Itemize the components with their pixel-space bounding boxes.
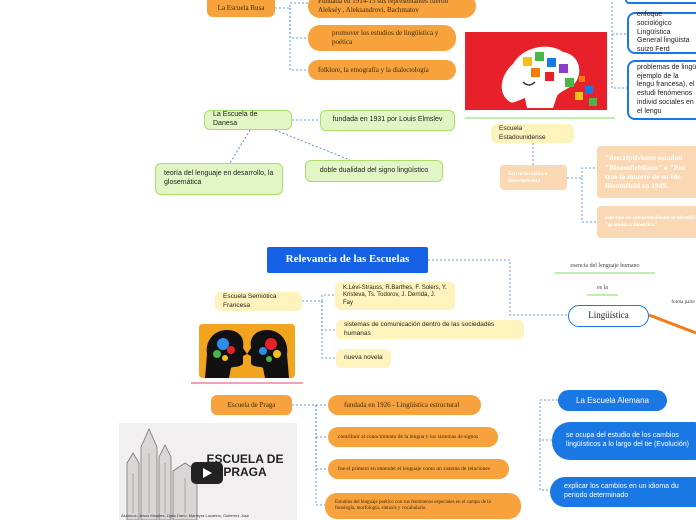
heads-profile-image: [199, 324, 295, 378]
escuela-praga-video[interactable]: ESCUELA DE PRAGA Alumnos: Jesús Morales,…: [119, 423, 297, 520]
descriptivismo-node[interactable]: "descriptivismo estadou "Bloomfieldiano"…: [597, 146, 696, 198]
escuela-praga-node[interactable]: Escuela de Praga: [211, 395, 292, 415]
forma-parte-label: forma parte: [671, 299, 695, 305]
video-title: ESCUELA DE PRAGA: [206, 452, 284, 479]
descriptivismo-text: "descriptivismo estadou "Bloomfieldiano"…: [605, 153, 685, 191]
escuela-danesa-node[interactable]: La Escuela de Danesa: [204, 110, 292, 130]
rusa-estudios-node[interactable]: promover los estudios de lingüística y p…: [308, 25, 456, 51]
escuela-alemana-label: La Escuela Alemana: [576, 395, 649, 405]
escuela-estadounidense-label: Escuela Estadounidense: [499, 125, 546, 141]
escuela-danesa-label: La Escuela de Danesa: [213, 111, 258, 127]
play-icon: [203, 468, 212, 478]
semiotica-sistemas-node[interactable]: sistemas de comunicación dentro de las s…: [336, 320, 524, 339]
play-button[interactable]: [191, 462, 223, 484]
danesa-dualidad-text: doble dualidad del signo lingüístico: [319, 166, 429, 174]
semiotica-novela-node[interactable]: nueva novela: [336, 349, 391, 368]
linguistica-label: Lingüística: [588, 310, 629, 321]
top-right-cut-node[interactable]: [625, 0, 696, 4]
danesa-fundada-text: fundada en 1931 por Louis Elmslev: [332, 116, 443, 124]
escuela-rusa-label: La Escuela Rusa: [217, 4, 265, 13]
semiotica-autores-text: K.Lévi-Strauss, R.Barthes, F. Solers, Y.…: [343, 284, 447, 306]
gramatica-filosofica-text: este tipo de estructuralismo se identifi…: [605, 215, 696, 228]
escuela-praga-label: Escuela de Praga: [227, 400, 276, 409]
escuela-rusa-node[interactable]: La Escuela Rusa: [207, 0, 275, 17]
main-title[interactable]: Relevancia de las Escuelas: [267, 247, 428, 273]
esencia-label: esencia del lenguaje humano: [570, 263, 640, 270]
main-title-text: Relevancia de las Escuelas: [285, 253, 410, 266]
problemas-linguistica-text: problemas de lingü ejemplo de la lengu f…: [637, 63, 696, 115]
puzzle-brain-image: [465, 32, 607, 110]
escuela-semiotica-label: Escuela Semiótica Francesa: [223, 293, 277, 309]
praga-poetico-node[interactable]: Estudios del lenguaje poético con sus fe…: [325, 493, 521, 519]
escuela-alemana-node[interactable]: La Escuela Alemana: [558, 390, 667, 411]
praga-sistema-text: fue el primero en entender el lenguaje c…: [338, 465, 490, 472]
rusa-fundacion-text: Fundada en 1914-15 sus representantes fu…: [318, 0, 449, 14]
alemana-estudio-node[interactable]: se ocupa del estudio de los cambios ling…: [552, 422, 696, 460]
problemas-linguistica-node[interactable]: problemas de lingü ejemplo de la lengu f…: [627, 60, 696, 120]
enfoque-sociologico-text: enfoque sociológico Lingüística General …: [637, 11, 690, 54]
gramatica-filosofica-node[interactable]: este tipo de estructuralismo se identifi…: [597, 206, 696, 238]
semiotica-sistemas-text: sistemas de comunicación dentro de las s…: [344, 321, 495, 337]
es-la-label: es la: [597, 285, 608, 292]
rusa-folklore-node[interactable]: folklore, la etnografía y la dialectolog…: [308, 60, 456, 80]
escuela-semiotica-node[interactable]: Escuela Semiótica Francesa: [215, 292, 302, 311]
estructuralista-node[interactable]: Estructuralista o Descriptivista: [500, 165, 567, 190]
enfoque-sociologico-node[interactable]: enfoque sociológico Lingüística General …: [627, 11, 696, 54]
danesa-dualidad-node[interactable]: doble dualidad del signo lingüístico: [305, 160, 443, 182]
danesa-fundada-node[interactable]: fundada en 1931 por Louis Elmslev: [320, 110, 455, 131]
video-caption: Alumnos: Jesús Morales, Djalo Dario, Mar…: [121, 513, 250, 518]
danesa-teoria-node[interactable]: teoría del lenguaje en desarrollo, la gl…: [155, 163, 283, 195]
estructuralista-text: Estructuralista o Descriptivista: [508, 170, 548, 184]
linguistica-node[interactable]: Lingüística: [568, 305, 649, 327]
rusa-fundacion-node[interactable]: Fundada en 1914-15 sus representantes fu…: [308, 0, 476, 18]
alemana-cambios-node[interactable]: explicar los cambios en un idioma du per…: [550, 477, 696, 507]
alemana-cambios-text: explicar los cambios en un idioma du per…: [564, 483, 679, 499]
praga-contribuir-text: contribuir al conocimiento de la lengua …: [338, 433, 479, 440]
rusa-folklore-text: folklore, la etnografía y la dialectolog…: [318, 65, 429, 74]
praga-fundada-text: fundada en 1926 - Lingüística estructura…: [344, 400, 460, 409]
semiotica-autores-node[interactable]: K.Lévi-Strauss, R.Barthes, F. Solers, Y.…: [335, 282, 455, 310]
praga-fundada-node[interactable]: fundada en 1926 - Lingüística estructura…: [328, 395, 481, 415]
alemana-estudio-text: se ocupa del estudio de los cambios ling…: [566, 432, 689, 448]
praga-poetico-text: Estudios del lenguaje poético con sus fe…: [335, 499, 491, 511]
praga-sistema-node[interactable]: fue el primero en entender el lenguaje c…: [328, 459, 509, 479]
rusa-estudios-text: promover los estudios de lingüística y p…: [332, 29, 439, 46]
danesa-teoria-text: teoría del lenguaje en desarrollo, la gl…: [164, 170, 274, 186]
escuela-estadounidense-node[interactable]: Escuela Estadounidense: [491, 124, 574, 143]
semiotica-novela-text: nueva novela: [344, 354, 383, 362]
praga-contribuir-node[interactable]: contribuir al conocimiento de la lengua …: [328, 427, 498, 447]
